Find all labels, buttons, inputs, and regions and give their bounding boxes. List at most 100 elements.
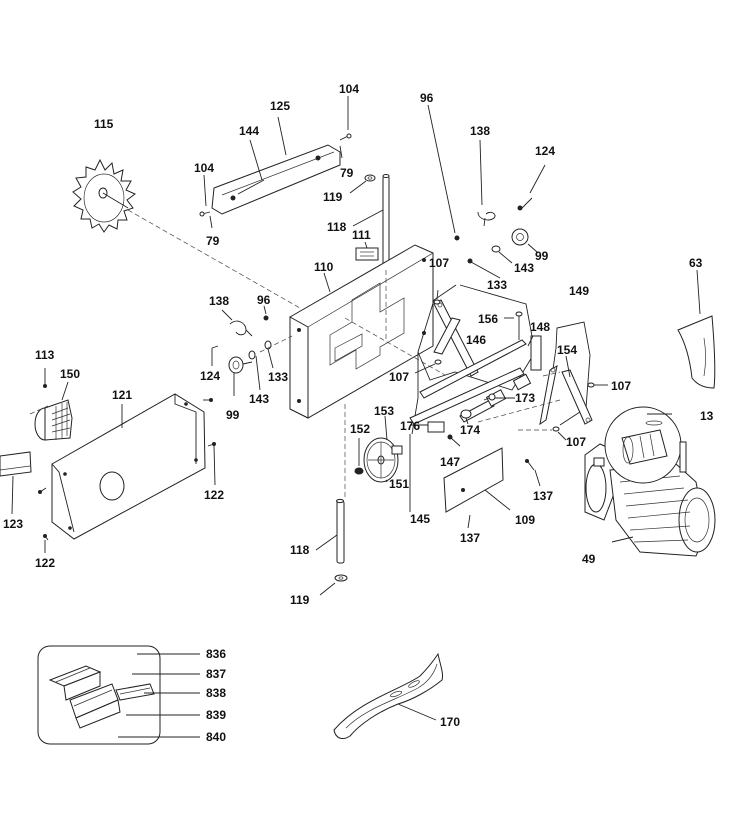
callout-107: 107 <box>389 370 409 384</box>
callout-124: 124 <box>200 369 220 383</box>
screw-122-right <box>207 442 216 447</box>
callout-174: 174 <box>460 423 480 437</box>
motor-detail-13 <box>604 406 687 484</box>
linkage-outline-107 <box>417 284 536 391</box>
callout-156: 156 <box>478 312 498 326</box>
callout-118: 118 <box>290 543 310 557</box>
link-arm-right <box>539 365 593 426</box>
screw-122-bottom <box>43 534 49 541</box>
callout-150: 150 <box>60 367 80 381</box>
callout-122: 122 <box>35 556 55 570</box>
bolt-124a <box>211 345 219 366</box>
callout-104: 104 <box>339 82 359 96</box>
callout-149: 149 <box>569 284 589 298</box>
callout-13: 13 <box>700 409 714 423</box>
callout-152: 152 <box>350 422 370 436</box>
toolbox-inset <box>37 645 161 745</box>
callout-123: 123 <box>3 517 23 531</box>
block-176 <box>427 421 445 433</box>
callout-144: 144 <box>239 124 259 138</box>
side-cover-121 <box>51 393 206 540</box>
callout-107: 107 <box>429 256 449 270</box>
callout-124: 124 <box>535 144 555 158</box>
callout-99: 99 <box>535 249 549 263</box>
callout-96: 96 <box>420 91 434 105</box>
callout-133: 133 <box>487 278 507 292</box>
callout-133: 133 <box>268 370 288 384</box>
screw-137a <box>525 459 535 471</box>
callout-840: 840 <box>206 730 226 744</box>
callout-147: 147 <box>440 455 460 469</box>
callout-143: 143 <box>514 261 534 275</box>
hook-138a <box>229 320 253 337</box>
vertical-shaft-upper <box>382 174 390 271</box>
callout-104: 104 <box>194 161 214 175</box>
handwheel <box>363 437 403 483</box>
callout-838: 838 <box>206 686 226 700</box>
callout-138: 138 <box>209 294 229 308</box>
screw-122-top <box>203 398 213 402</box>
callout-170: 170 <box>440 715 460 729</box>
callout-122: 122 <box>204 488 224 502</box>
callout-173: 173 <box>515 391 535 405</box>
bolt-124b <box>517 197 533 211</box>
saw-blade <box>72 158 136 233</box>
callout-138: 138 <box>470 124 490 138</box>
callout-79: 79 <box>340 166 354 180</box>
washer-107b <box>434 359 442 365</box>
callout-154: 154 <box>557 343 577 357</box>
washer-107a <box>433 299 441 305</box>
callout-837: 837 <box>206 667 226 681</box>
callout-148: 148 <box>530 320 550 334</box>
callout-143: 143 <box>249 392 269 406</box>
callout-839: 839 <box>206 708 226 722</box>
callout-63: 63 <box>689 256 703 270</box>
callout-118: 118 <box>327 220 347 234</box>
vertical-shaft-lower <box>336 498 345 564</box>
washer-107d <box>552 426 560 432</box>
washer-107c <box>587 382 595 388</box>
callout-146: 146 <box>466 333 486 347</box>
callout-153: 153 <box>374 404 394 418</box>
screw-113 <box>43 368 47 388</box>
motor <box>584 443 716 557</box>
fan-grille-150 <box>34 399 73 441</box>
callout-99: 99 <box>226 408 240 422</box>
callout-176: 176 <box>400 419 420 433</box>
nut-152 <box>354 467 364 475</box>
callout-107: 107 <box>611 379 631 393</box>
screw-133b <box>467 258 501 279</box>
callout-121: 121 <box>112 388 132 402</box>
washer-119a <box>364 174 376 182</box>
push-stick-170 <box>333 652 443 739</box>
callout-111: 111 <box>352 228 371 242</box>
callout-145: 145 <box>410 512 430 526</box>
callout-107: 107 <box>566 435 586 449</box>
screw-122-left <box>38 487 47 494</box>
knob-99a <box>228 356 253 374</box>
label-111 <box>355 247 379 261</box>
main-frame <box>289 244 434 419</box>
callout-79: 79 <box>206 234 220 248</box>
plate-109 <box>443 447 504 513</box>
callout-125: 125 <box>270 99 290 113</box>
bolt-156 <box>515 311 523 340</box>
callout-115: 115 <box>94 117 114 131</box>
callout-109: 109 <box>515 513 535 527</box>
callout-96: 96 <box>257 293 271 307</box>
shaft-146 <box>409 339 527 425</box>
screw-147 <box>447 434 461 447</box>
callout-137: 137 <box>460 531 480 545</box>
callout-836: 836 <box>206 647 226 661</box>
nut-174 <box>460 409 472 419</box>
bracket-123 <box>0 451 32 477</box>
callout-110: 110 <box>314 260 334 274</box>
callout-119: 119 <box>290 593 310 607</box>
callout-49: 49 <box>582 552 596 566</box>
blade-guard-bar <box>199 133 352 229</box>
washer-119b <box>334 574 348 582</box>
callout-113: 113 <box>35 348 55 362</box>
guard-63 <box>677 315 716 389</box>
